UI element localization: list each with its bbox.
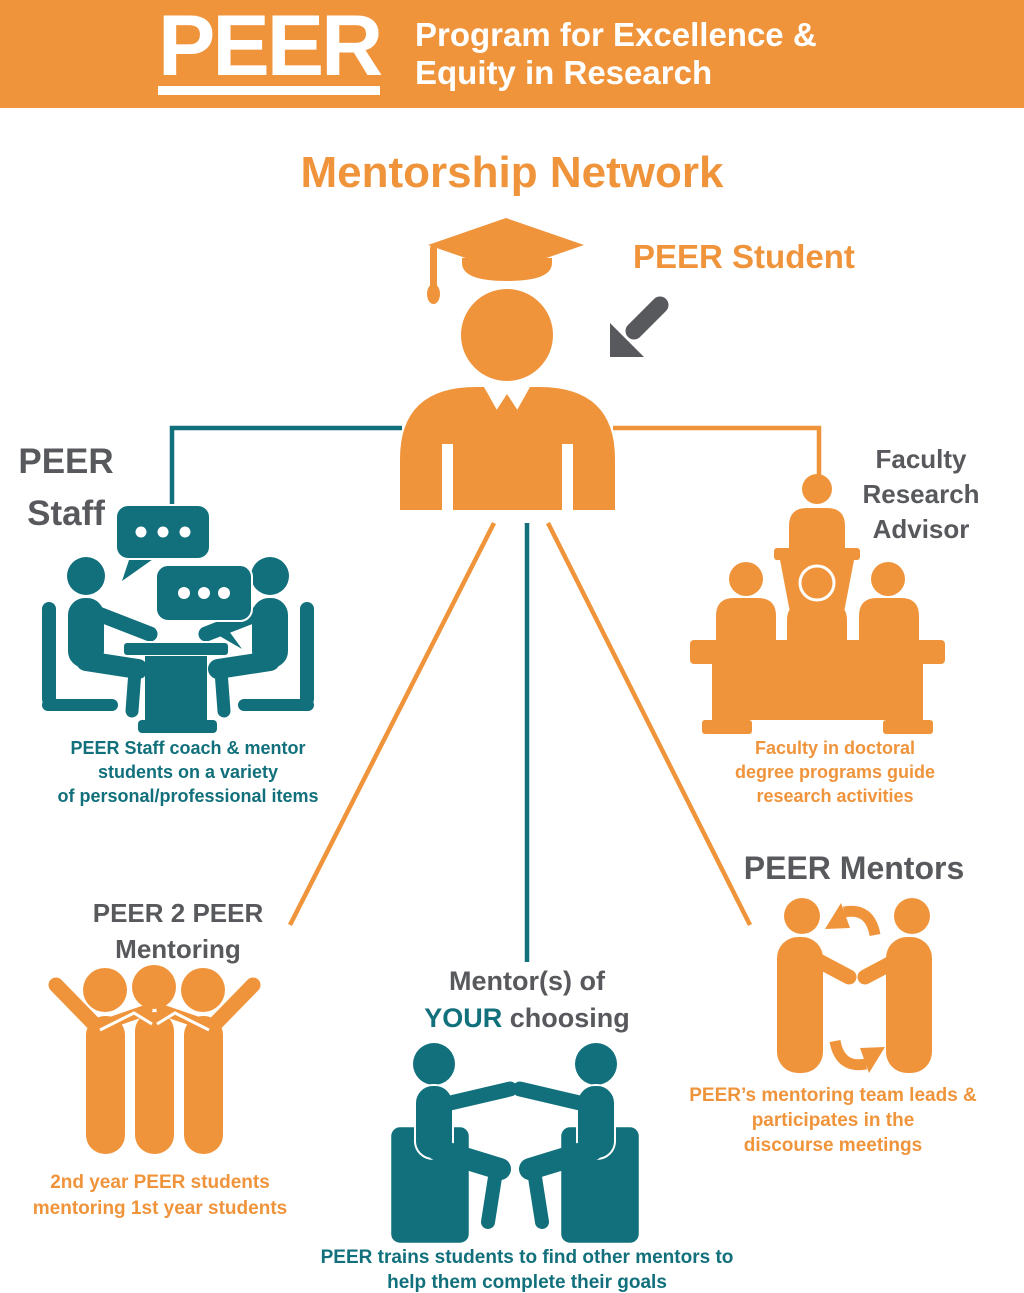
arrow-down-left-icon	[610, 296, 669, 357]
header-banner: PEER Program for Excellence & Equity in …	[0, 0, 1024, 108]
mentors-caption: PEER’s mentoring team leads & participat…	[689, 1085, 977, 1156]
staff-caption: PEER Staff coach & mentor students on a …	[57, 738, 319, 806]
tagline-line-2: Equity in Research	[415, 54, 713, 91]
peer2peer-title: PEER 2 PEER Mentoring	[92, 898, 264, 964]
student-label: PEER Student	[633, 238, 855, 275]
faculty-caption: Faculty in doctoral degree programs guid…	[734, 738, 936, 806]
choosing-title: Mentor(s) of YOUR choosing	[377, 963, 677, 1037]
peer-logo: PEER	[158, 0, 383, 95]
graduate-student-icon	[400, 218, 615, 510]
choosing-title-line1: Mentor(s) of	[449, 966, 605, 996]
staff-title: PEER Staff	[18, 442, 114, 533]
mentors-cycle-arrows-icon	[777, 898, 932, 1073]
three-students-arms-raised-icon	[48, 965, 261, 1154]
choosing-title-line2: YOUR choosing	[424, 1003, 630, 1033]
tagline-line-1: Program for Excellence &	[415, 16, 817, 53]
program-tagline: Program for Excellence & Equity in Resea…	[415, 16, 817, 92]
page-title: Mentorship Network	[300, 148, 724, 197]
coaching-table-speech-bubbles-icon	[42, 504, 314, 733]
two-mentors-seated-chairs-icon	[388, 1043, 642, 1246]
faculty-title: Faculty Research Advisor	[862, 444, 980, 544]
peer2peer-caption: 2nd year PEER students mentoring 1st yea…	[32, 1172, 288, 1219]
choosing-caption: PEER trains students to find other mento…	[320, 1247, 734, 1293]
faculty-panel-podium-icon	[690, 474, 945, 734]
mentors-title: PEER Mentors	[743, 850, 965, 886]
